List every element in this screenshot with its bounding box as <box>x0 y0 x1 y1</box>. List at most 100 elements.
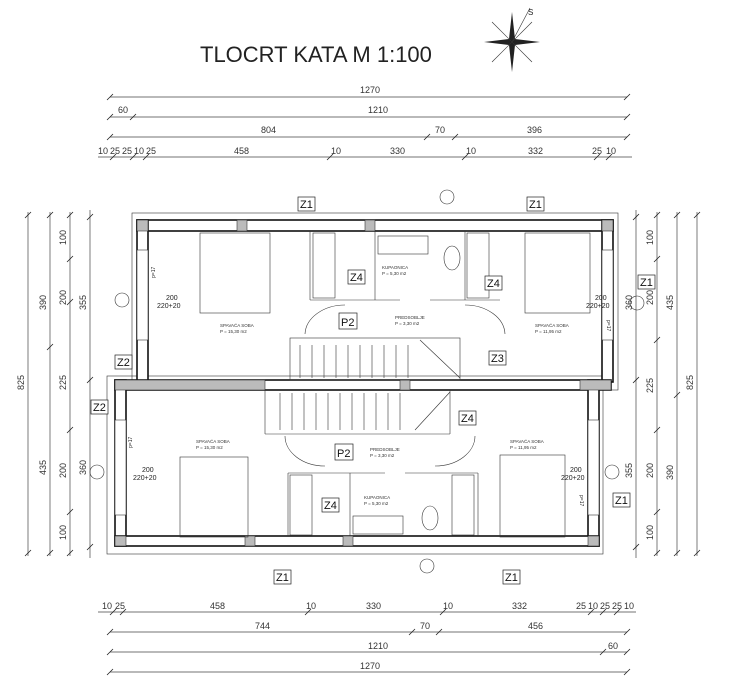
svg-text:Z2: Z2 <box>93 402 106 414</box>
room-name: PREDSOBLJE <box>370 447 400 452</box>
dim-label: 1210 <box>368 105 388 115</box>
room-name: SPAVAĆA SOBA <box>510 438 544 444</box>
dim-label: 60 <box>608 641 618 651</box>
window-height: 220+20 <box>157 303 181 310</box>
tag: Z1 <box>297 196 316 212</box>
building-outline <box>89 189 645 574</box>
room-labels: SPAVAĆA SOBA P = 15,30 m2 KUPAONICA P = … <box>196 265 569 506</box>
dim-label: 355 <box>78 295 88 310</box>
tag: Z3 <box>488 350 507 366</box>
dim-label: 10 <box>624 601 634 611</box>
svg-text:Z1: Z1 <box>529 199 542 211</box>
room-name: SPAVAĆA SOBA <box>535 322 569 328</box>
right-dimensions: 100 200 225 200 100 435 390 825 360 355 <box>624 210 701 558</box>
top-dimensions: 1270 60 1210 804 70 396 10 25 25 10 25 4… <box>98 85 632 161</box>
room-area: P = 15,30 m2 <box>196 445 223 450</box>
room-area: P = 5,30 m2 <box>364 501 389 506</box>
dim-label: 10 <box>331 146 341 156</box>
dim-label: 458 <box>234 146 249 156</box>
svg-text:Z4: Z4 <box>324 500 337 512</box>
dim-label: 225 <box>645 378 655 393</box>
sill-label: p=17 <box>128 437 134 448</box>
detail-tags: Z1 Z1 Z1 Z4 Z4 P2 Z2 Z3 Z2 Z4 P2 Z4 Z1 Z… <box>90 196 656 585</box>
dim-label: 1270 <box>360 661 380 671</box>
dim-label: 1210 <box>368 641 388 651</box>
dim-label: 70 <box>420 621 430 631</box>
room-name: KUPAONICA <box>382 265 408 270</box>
dim-label: 10 <box>443 601 453 611</box>
dim-label: 25 <box>110 146 120 156</box>
dim-label: 332 <box>528 146 543 156</box>
dim-label: 25 <box>122 146 132 156</box>
room-area: P = 15,30 m2 <box>220 329 247 334</box>
stairs <box>279 339 461 431</box>
svg-text:Z1: Z1 <box>615 495 628 507</box>
window-height: 220+20 <box>133 475 157 482</box>
window-labels: 200 220+20 200 220+20 200 220+20 200 220… <box>128 267 611 507</box>
dim-label: 100 <box>645 230 655 245</box>
dim-label: 330 <box>366 601 381 611</box>
plan-title: TLOCRT KATA M 1:100 <box>200 42 432 67</box>
dim-label: 100 <box>58 525 68 540</box>
room-name: PREDSOBLJE <box>395 315 425 320</box>
tag: Z4 <box>484 275 503 291</box>
dim-label: 200 <box>645 463 655 478</box>
dim-label: 390 <box>38 295 48 310</box>
dim-label: 10 <box>98 146 108 156</box>
room-name: SPAVAĆA SOBA <box>196 438 230 444</box>
dim-label: 458 <box>210 601 225 611</box>
room-area: P = 3,30 m2 <box>370 453 395 458</box>
dim-label: 390 <box>665 465 675 480</box>
tag: Z2 <box>90 399 109 415</box>
dim-label: 825 <box>685 375 695 390</box>
window-height: 220+20 <box>561 475 585 482</box>
window-height: 220+20 <box>586 303 610 310</box>
tag: Z2 <box>114 354 133 370</box>
svg-text:P2: P2 <box>337 448 350 460</box>
tag: Z4 <box>347 269 366 285</box>
dim-label: 10 <box>588 601 598 611</box>
svg-text:Z2: Z2 <box>117 357 130 369</box>
room-name: SPAVAĆA SOBA <box>220 322 254 328</box>
dim-label: 225 <box>58 375 68 390</box>
dim-label: 10 <box>466 146 476 156</box>
dim-label: 435 <box>665 295 675 310</box>
dim-label: 200 <box>645 290 655 305</box>
dim-label: 60 <box>118 105 128 115</box>
dim-label: 10 <box>134 146 144 156</box>
tag: Z1 <box>502 569 521 585</box>
dim-label: 25 <box>612 601 622 611</box>
dim-label: 804 <box>261 125 276 135</box>
dim-label: 25 <box>576 601 586 611</box>
dim-label: 70 <box>435 125 445 135</box>
bottom-dimensions: 10 25 458 10 330 10 332 25 10 25 25 10 7… <box>98 601 636 676</box>
dim-label: 25 <box>146 146 156 156</box>
svg-text:Z3: Z3 <box>491 353 504 365</box>
svg-text:Z4: Z4 <box>350 272 363 284</box>
svg-text:Z1: Z1 <box>300 199 313 211</box>
tag: P2 <box>338 312 358 330</box>
tag: Z4 <box>321 497 340 513</box>
svg-text:Z1: Z1 <box>505 572 518 584</box>
dim-label: 330 <box>390 146 405 156</box>
window-width: 200 <box>570 467 582 474</box>
room-name: KUPAONICA <box>364 495 390 500</box>
dim-label: 360 <box>624 295 634 310</box>
window-width: 200 <box>166 295 178 302</box>
dim-label: 360 <box>78 460 88 475</box>
dim-label: 25 <box>115 601 125 611</box>
room-area: P = 11,95 m2 <box>510 445 537 450</box>
window-width: 200 <box>595 295 607 302</box>
dim-label: 825 <box>16 375 26 390</box>
dim-label: 355 <box>624 463 634 478</box>
tag: Z4 <box>458 410 477 426</box>
sill-label: p=17 <box>151 267 157 278</box>
sill-label: p=17 <box>578 495 584 506</box>
tag: Z1 <box>612 492 631 508</box>
left-dimensions: 825 390 435 100 200 225 200 100 355 360 <box>16 210 94 558</box>
window-width: 200 <box>142 467 154 474</box>
dim-label: 10 <box>102 601 112 611</box>
dim-label: 25 <box>592 146 602 156</box>
svg-text:Z4: Z4 <box>461 413 474 425</box>
room-area: P = 5,30 m2 <box>382 271 407 276</box>
